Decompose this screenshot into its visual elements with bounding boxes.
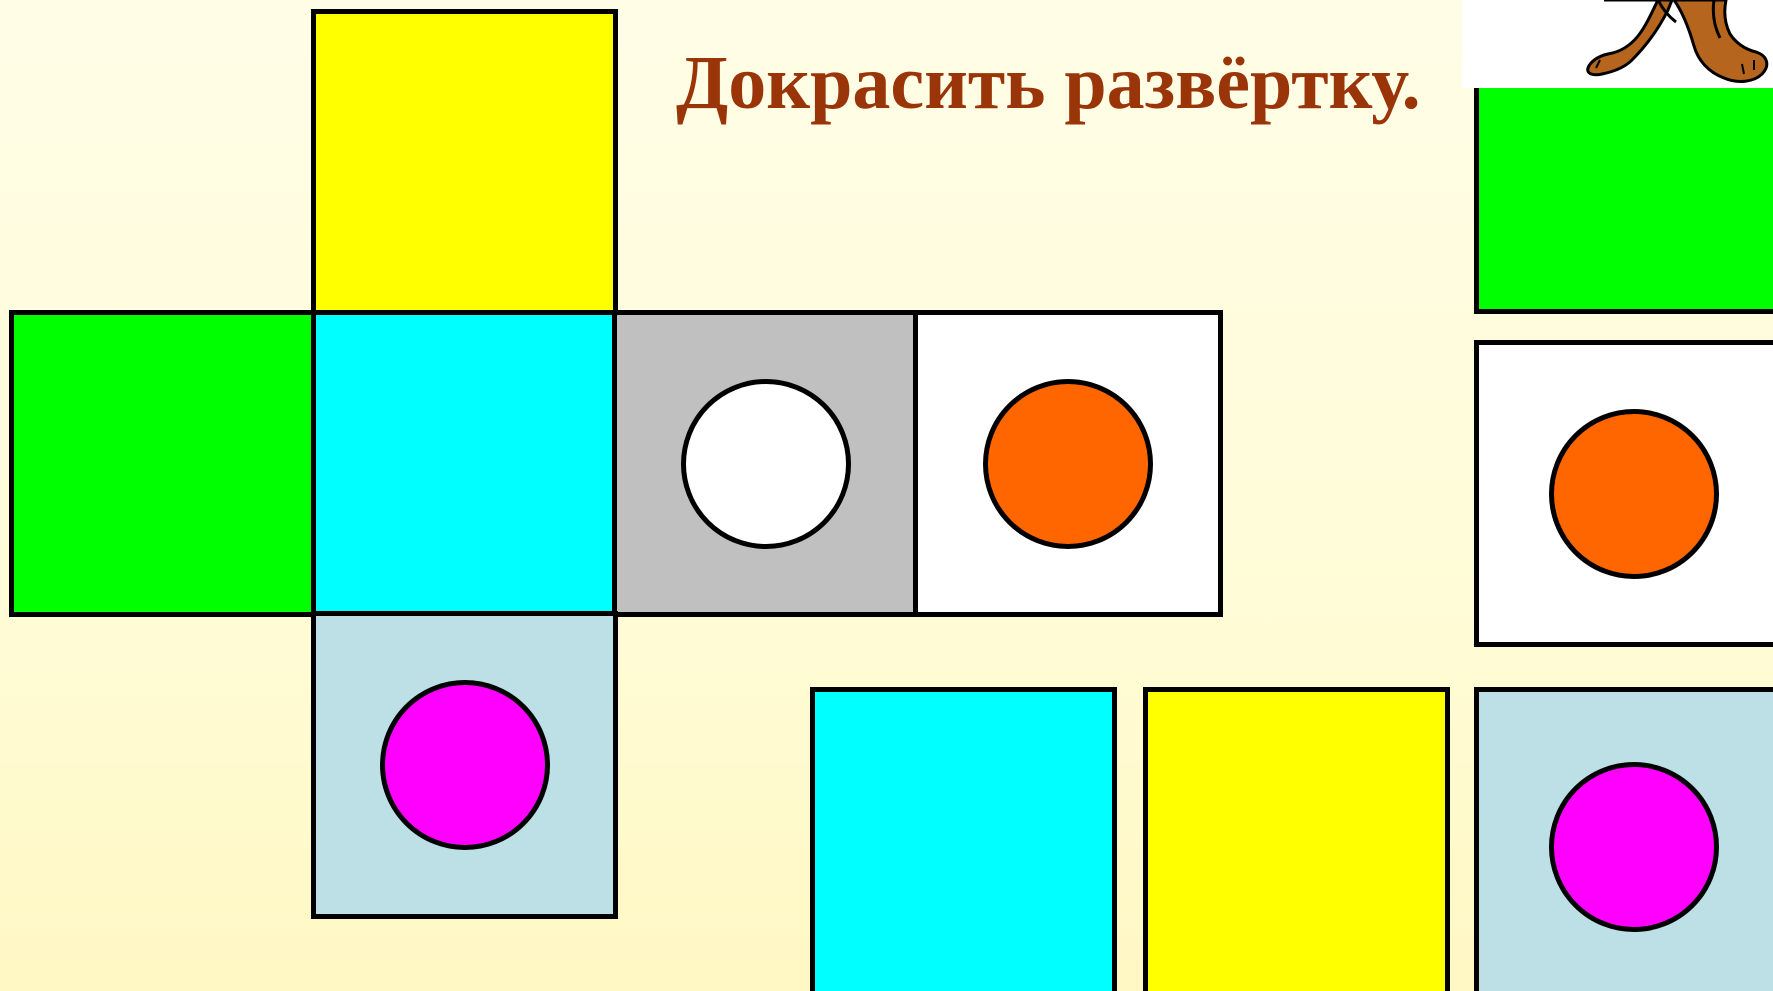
- net-face-right-1[interactable]: [612, 310, 919, 617]
- piece-yellow[interactable]: [1143, 687, 1450, 991]
- net-face-bottom[interactable]: [311, 611, 618, 919]
- piece-orange-dot[interactable]: [1474, 340, 1773, 647]
- net-face-right-2[interactable]: [913, 310, 1223, 617]
- mascot-cat: [1462, 0, 1773, 88]
- net-face-center[interactable]: [311, 310, 618, 617]
- piece-cyan[interactable]: [810, 687, 1117, 991]
- net-face-top[interactable]: [311, 9, 618, 316]
- circle-icon: [1549, 409, 1719, 579]
- circle-icon: [681, 379, 851, 549]
- circle-icon: [380, 680, 550, 850]
- circle-icon: [1549, 762, 1719, 932]
- slide-title: Докрасить развёртку.: [676, 38, 1421, 128]
- net-face-left[interactable]: [9, 310, 317, 617]
- circle-icon: [983, 379, 1153, 549]
- piece-pink-dot[interactable]: [1474, 687, 1773, 991]
- piece-green[interactable]: [1474, 70, 1773, 314]
- cartoon-cat-paws-icon: [1462, 0, 1773, 88]
